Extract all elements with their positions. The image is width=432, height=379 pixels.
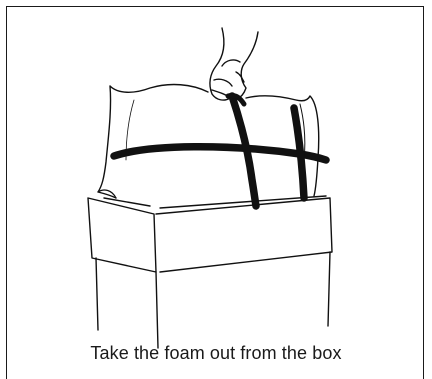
strap-icon <box>114 95 326 206</box>
foam-cushion-icon <box>98 85 319 198</box>
cardboard-box-icon <box>88 196 332 348</box>
hand-icon <box>210 28 258 100</box>
caption: Take the foam out from the box <box>0 343 432 364</box>
